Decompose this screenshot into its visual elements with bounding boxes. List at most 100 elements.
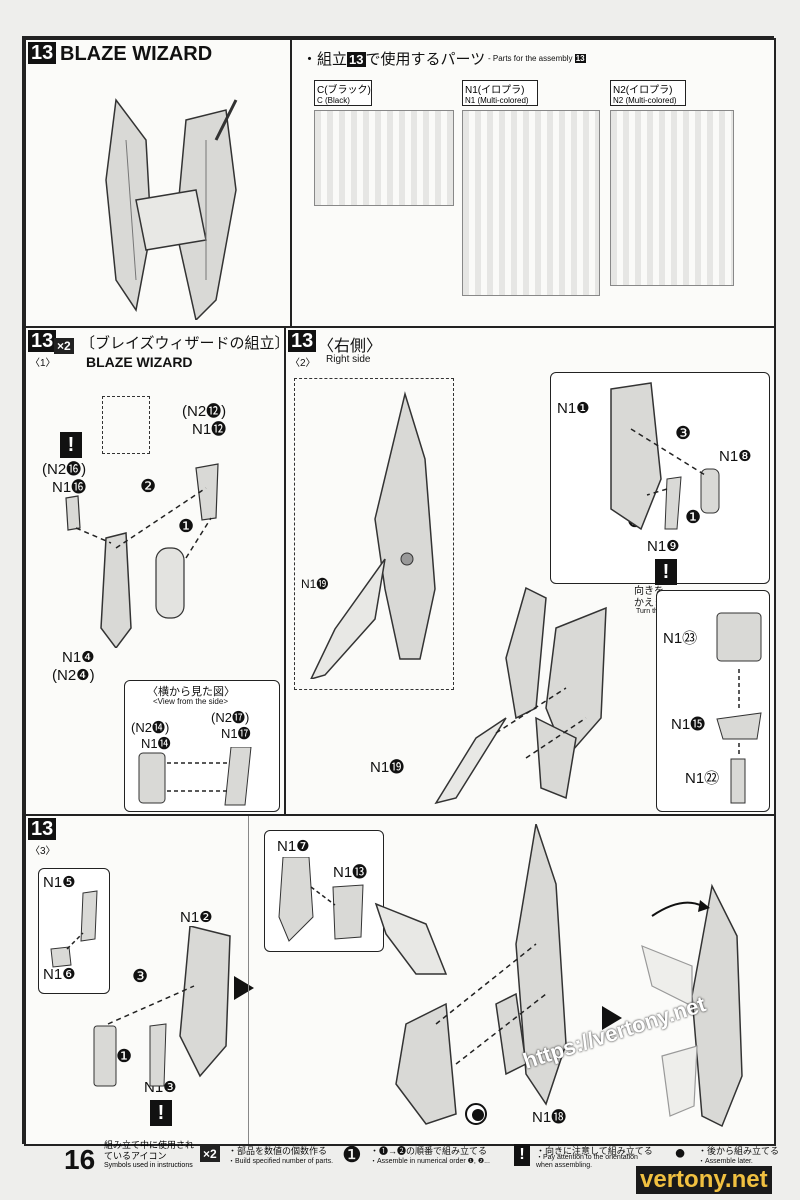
label-n1-22: N1㉒ — [685, 770, 720, 787]
label-n1-7: N1❼ — [277, 838, 310, 855]
legend-jp: ・部品を数値の個数作る — [228, 1146, 328, 1156]
legend-en: ・Assemble later. — [698, 1158, 753, 1165]
caution-icon: ! — [150, 1100, 172, 1126]
step13-overview-panel: 13 BLAZE WIZARD — [24, 38, 292, 328]
step-number: 13 — [28, 330, 57, 352]
upper-detail-box: N1❶ N1❽ N1❾ ❸ ❷ ❶ ! — [550, 372, 770, 585]
sub3-detail-box: N1❺ N1❻ — [38, 868, 110, 994]
label-n1-2: N1❷ — [180, 909, 213, 926]
sub-title-jp: 〈右側〉 — [318, 338, 383, 355]
label-n2-16: (N2⓰) — [42, 461, 87, 478]
upper-detail-illustration — [610, 382, 720, 531]
label-n2-14: (N2⓮) — [131, 720, 170, 735]
symbol-legend: 組み立て中に使用されているアイコン Symbols used in instru… — [60, 1140, 780, 1174]
detail-inset — [102, 396, 150, 454]
shield-assembly-illustration — [434, 586, 607, 805]
label-n1-23: N1㉓ — [663, 630, 698, 647]
lower-detail-box: N1㉓ N1⓯ N1㉒ — [656, 590, 770, 812]
side-view-illustration — [138, 747, 252, 806]
legend-item-orientation: ! ・向きに注意して組み立てる ・Pay attention to the or… — [514, 1140, 674, 1172]
wing-detail-inset: N1⓳ — [294, 378, 454, 690]
sub-step-number: 〈3〉 — [30, 846, 56, 857]
legend-jp: ・❶→❷の順番で組み立てる — [370, 1146, 488, 1156]
label-n1-13: N1⓭ — [333, 864, 368, 881]
legend-item-count: ×2 ・部品を数値の個数作る ・Build specified number o… — [200, 1140, 340, 1172]
sub3-upper-detail-box: N1❼ N1⓭ — [264, 830, 384, 952]
step-title: BLAZE WIZARD — [60, 43, 213, 65]
step2-marker: ❷ — [140, 476, 157, 496]
legend-jp: ・向きに注意して組み立てる — [536, 1146, 653, 1156]
sub1-parts-illustration — [65, 463, 219, 648]
label-n1-8: N1❽ — [719, 448, 752, 465]
sub-title-en: Right side — [326, 354, 371, 365]
label-n1-19: N1⓳ — [370, 759, 405, 776]
sub-step-number: 〈2〉 — [290, 358, 316, 369]
label-n2-17: (N2⓱) — [211, 710, 250, 725]
next-step-arrow-icon — [602, 1006, 622, 1030]
label-n1-1: N1❶ — [557, 400, 590, 417]
count-icon: ×2 — [200, 1146, 220, 1162]
label-n1-17: N1⓱ — [221, 726, 251, 741]
step3-marker: ❸ — [132, 966, 149, 986]
legend-en: ・Build specified number of parts. — [228, 1158, 334, 1165]
runner-n1 — [462, 110, 600, 296]
lower-detail-illustration — [716, 612, 762, 804]
sub-step-number: 〈1〉 — [30, 358, 56, 369]
label-n2-12: (N2⓬) — [182, 403, 227, 420]
side-view-title-en: <View from the side> — [153, 697, 229, 706]
caution-icon: ! — [60, 432, 82, 458]
assemble-later-icon: ● — [674, 1142, 687, 1164]
sub3-shield-illustration — [93, 926, 231, 1087]
caution-icon: ! — [514, 1144, 530, 1166]
legend-title: 組み立て中に使用されているアイコン Symbols used in instru… — [104, 1140, 196, 1172]
side-view-box: 〈横から見た図〉 <View from the side> (N2⓮) N1⓮ … — [124, 680, 280, 812]
side-view-title-jp: 〈横から見た図〉 — [147, 686, 235, 698]
label-n1-16: N1⓰ — [52, 479, 87, 496]
caution-icon: ! — [655, 559, 677, 585]
parts-heading-en: - Parts for the assembly 13 — [488, 54, 586, 63]
step-number: 13 — [28, 818, 57, 840]
step1-marker: ❶ — [178, 516, 195, 536]
legend-en: ・Assemble in numerical order ❶, ❷... — [370, 1158, 490, 1165]
label-n1-12: N1⓬ — [192, 421, 227, 438]
wing-assembly-illustration — [310, 391, 436, 679]
sub3-detail-illustration — [50, 890, 98, 968]
substep3-panel: 13 〈3〉 N1❺ N1❻ N1❷ ❸ ❶ ❷ N1❸ ! — [24, 814, 776, 1146]
runner-n2-label: N2(イロプラ) N2 (Multi-colored) — [610, 80, 686, 106]
legend-item-later: ● ・後から組み立てる ・Assemble later. — [674, 1140, 780, 1172]
legend-en: ・Pay attention to the orientation when a… — [536, 1154, 638, 1169]
sub3-wing-assembly-illustration — [374, 824, 567, 1125]
legend-title-en: Symbols used in instructions — [104, 1162, 193, 1169]
sub-title-jp: 〔ブレイズウィザードの組立〕 — [80, 335, 286, 352]
runner-c — [314, 110, 454, 206]
step3-marker: ❸ — [675, 423, 692, 443]
sub-title-en: BLAZE WIZARD — [86, 354, 193, 370]
label-n1-4: N1❹ — [62, 649, 95, 666]
substep1-panel: 13 ×2 〈1〉 〔ブレイズウィザードの組立〕 BLAZE WIZARD (N… — [24, 326, 286, 816]
step-number: 13 — [288, 330, 317, 352]
legend-jp: ・後から組み立てる — [698, 1146, 780, 1156]
next-step-arrow-icon — [234, 976, 254, 1000]
count-badge: ×2 — [54, 338, 74, 354]
sub3-upper-detail-illustration — [278, 857, 364, 942]
label-n1-18: N1⓲ — [532, 1109, 567, 1126]
label-n1-6: N1❻ — [43, 966, 76, 983]
page-number: 16 — [64, 1144, 96, 1175]
watermark-brand: vertony.net — [636, 1166, 772, 1194]
label-n1-5: N1❺ — [43, 874, 76, 891]
completed-assembly-illustration — [641, 883, 743, 1128]
panel-divider — [248, 816, 249, 1144]
label-n1-9: N1❾ — [647, 538, 680, 555]
blaze-wizard-illustration — [105, 98, 238, 320]
label-n1-15: N1⓯ — [671, 716, 706, 733]
label-n1-14: N1⓮ — [141, 736, 171, 751]
runner-n2 — [610, 110, 734, 286]
legend-item-order: ❶ ・❶→❷の順番で組み立てる ・Assemble in numerical o… — [342, 1140, 512, 1172]
legend-title-jp: 組み立て中に使用されているアイコン — [104, 1140, 195, 1161]
step-number: 13 — [28, 42, 57, 64]
runner-n1-label: N1(イロプラ) N1 (Multi-colored) — [462, 80, 538, 106]
